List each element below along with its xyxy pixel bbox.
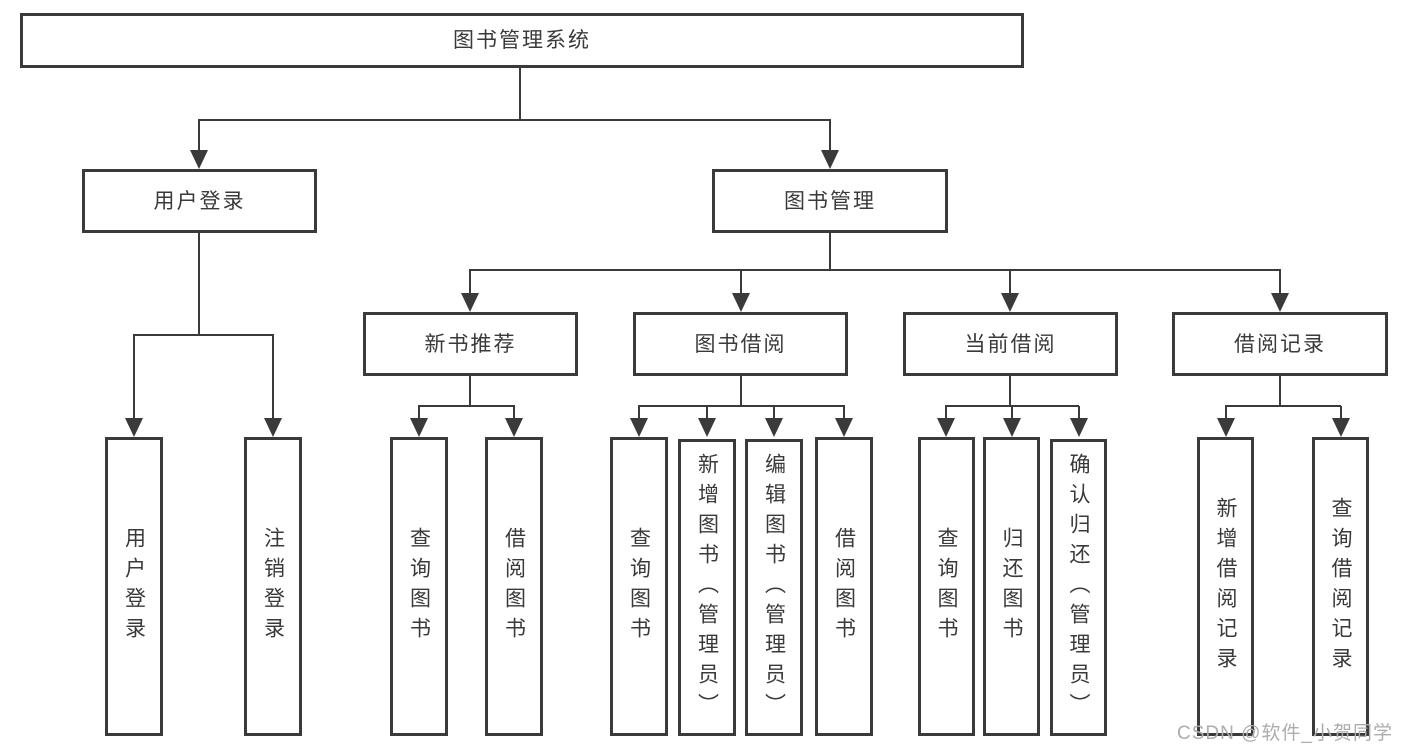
- node-borrow-books-recommend: 借阅图书: [485, 437, 543, 736]
- connector-arrowhead: [410, 418, 428, 437]
- connector-line: [637, 406, 641, 421]
- connector-arrowhead: [1070, 418, 1088, 437]
- node-user-login-leaf: 用户登录: [105, 437, 163, 736]
- node-label: 借阅记录: [1234, 332, 1326, 356]
- connector-line: [828, 233, 832, 271]
- connector-line: [1077, 406, 1081, 421]
- connector-arrowhead: [190, 150, 208, 169]
- connector-line: [468, 270, 472, 296]
- connector-arrowhead: [732, 293, 750, 312]
- node-label: 图书管理系统: [453, 29, 591, 52]
- connector-line: [468, 268, 1282, 272]
- connector-arrowhead: [1001, 293, 1019, 312]
- connector-arrowhead: [1217, 418, 1235, 437]
- connector-arrowhead: [264, 418, 282, 437]
- connector-arrowhead: [630, 418, 648, 437]
- connector-arrowhead: [835, 418, 853, 437]
- connector-line: [197, 233, 201, 336]
- connector-line: [739, 270, 743, 296]
- node-label: 归还图书: [1000, 526, 1023, 647]
- connector-line: [468, 376, 472, 407]
- node-query-books-current: 查询图书: [918, 437, 975, 736]
- node-add-borrow-record: 新增借阅记录: [1197, 437, 1254, 736]
- connector-arrowhead: [461, 293, 479, 312]
- node-borrow-books-borrow: 借阅图书: [815, 437, 873, 736]
- connector-line: [512, 406, 516, 421]
- connector-line: [132, 335, 136, 421]
- connector-arrowhead: [1332, 418, 1350, 437]
- node-label: 图书借阅: [694, 332, 787, 356]
- connector-arrowhead: [698, 418, 716, 437]
- node-label: 编辑图书（管理员）: [762, 452, 786, 723]
- connector-line: [1008, 270, 1012, 296]
- connector-line: [842, 406, 846, 421]
- connector-line: [417, 404, 516, 408]
- node-query-borrow-record: 查询借阅记录: [1312, 437, 1369, 736]
- connector-arrowhead: [821, 150, 839, 169]
- node-label: 查询图书: [407, 526, 431, 647]
- node-label: 注销登录: [261, 526, 285, 647]
- node-edit-books-admin: 编辑图书（管理员）: [745, 439, 803, 736]
- node-label: 借阅图书: [502, 526, 526, 647]
- connector-line: [1278, 270, 1282, 296]
- connector-line: [197, 118, 832, 122]
- node-query-books-borrow: 查询图书: [610, 437, 668, 736]
- node-label: 确认归还（管理员）: [1067, 452, 1090, 723]
- connector-line: [739, 376, 743, 407]
- node-logout: 注销登录: [244, 437, 302, 736]
- connector-line: [518, 68, 522, 120]
- connector-arrowhead: [505, 418, 523, 437]
- connector-line: [1224, 404, 1342, 408]
- node-new-book-recommend: 新书推荐: [363, 312, 578, 376]
- node-label: 查询图书: [627, 526, 651, 647]
- node-label: 用户登录: [153, 189, 246, 213]
- connector-line: [637, 404, 846, 408]
- node-label: 图书管理: [784, 189, 876, 213]
- connector-arrowhead: [1271, 293, 1289, 312]
- connector-line: [772, 406, 776, 421]
- connector-line: [1224, 406, 1228, 421]
- connector-arrowhead: [765, 418, 783, 437]
- connector-line: [1010, 406, 1014, 421]
- connector-line: [197, 120, 201, 153]
- connector-arrowhead: [937, 418, 955, 437]
- connector-line: [828, 120, 832, 153]
- node-add-books-admin: 新增图书（管理员）: [678, 439, 736, 736]
- node-label: 当前借阅: [964, 332, 1057, 356]
- node-label: 查询借阅记录: [1329, 496, 1352, 677]
- node-book-management: 图书管理: [712, 169, 948, 233]
- node-label: 用户登录: [122, 526, 146, 647]
- node-user-login: 用户登录: [82, 169, 317, 233]
- node-query-books-recommend: 查询图书: [390, 437, 448, 736]
- connector-line: [132, 333, 275, 337]
- node-borrowing-records: 借阅记录: [1172, 312, 1388, 376]
- node-current-borrowing: 当前借阅: [903, 312, 1118, 376]
- watermark: CSDN @软件_小贺同学: [1177, 723, 1393, 744]
- node-label: 新增图书（管理员）: [695, 452, 719, 723]
- connector-line: [417, 406, 421, 421]
- node-book-borrowing: 图书借阅: [633, 312, 848, 376]
- node-label: 借阅图书: [832, 526, 856, 647]
- node-label: 新书推荐: [424, 332, 517, 356]
- connector-line: [1278, 376, 1282, 407]
- connector-line: [1339, 406, 1343, 421]
- connector-line: [944, 406, 948, 421]
- connector-line: [1008, 376, 1012, 407]
- node-return-books: 归还图书: [983, 437, 1040, 736]
- node-library-system: 图书管理系统: [20, 13, 1024, 68]
- node-label: 新增借阅记录: [1214, 496, 1237, 677]
- connector-line: [271, 335, 275, 421]
- node-label: 查询图书: [935, 526, 958, 647]
- connector-arrowhead: [125, 418, 143, 437]
- connector-arrowhead: [1003, 418, 1021, 437]
- node-confirm-return-admin: 确认归还（管理员）: [1050, 439, 1107, 736]
- connector-line: [705, 406, 709, 421]
